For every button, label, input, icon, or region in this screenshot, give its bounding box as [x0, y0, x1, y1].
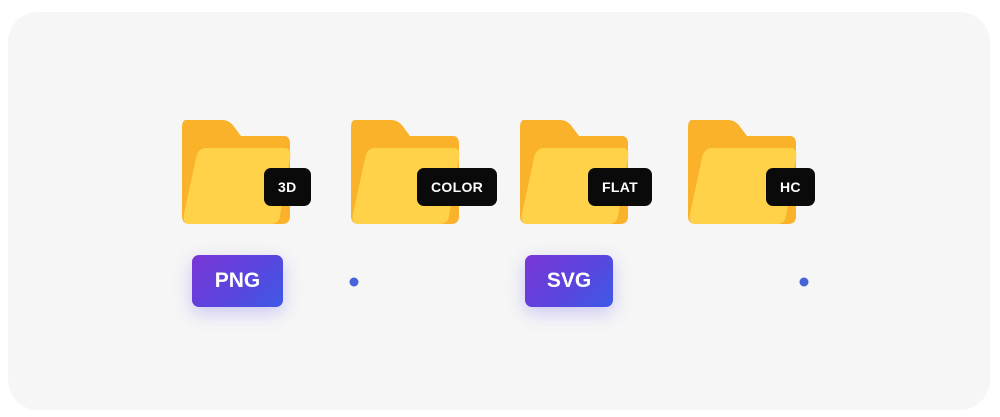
folder-tag: COLOR: [417, 168, 498, 206]
folder-tag: 3D: [264, 168, 311, 206]
folder-color: COLOR: [349, 118, 498, 228]
svg-format-badge: SVG: [525, 255, 613, 307]
connector-end-dot: [799, 277, 809, 287]
folder-3d: 3D: [180, 118, 311, 228]
folder-hc: HC: [686, 118, 815, 228]
folder-icon: [182, 120, 291, 224]
folder-flat: FLAT: [518, 118, 652, 228]
diagram-canvas: [8, 12, 990, 410]
png-format-badge: PNG: [192, 255, 283, 307]
folder-tag: HC: [766, 168, 815, 206]
connector-start-dot: [349, 277, 359, 287]
folder-tag: FLAT: [588, 168, 652, 206]
